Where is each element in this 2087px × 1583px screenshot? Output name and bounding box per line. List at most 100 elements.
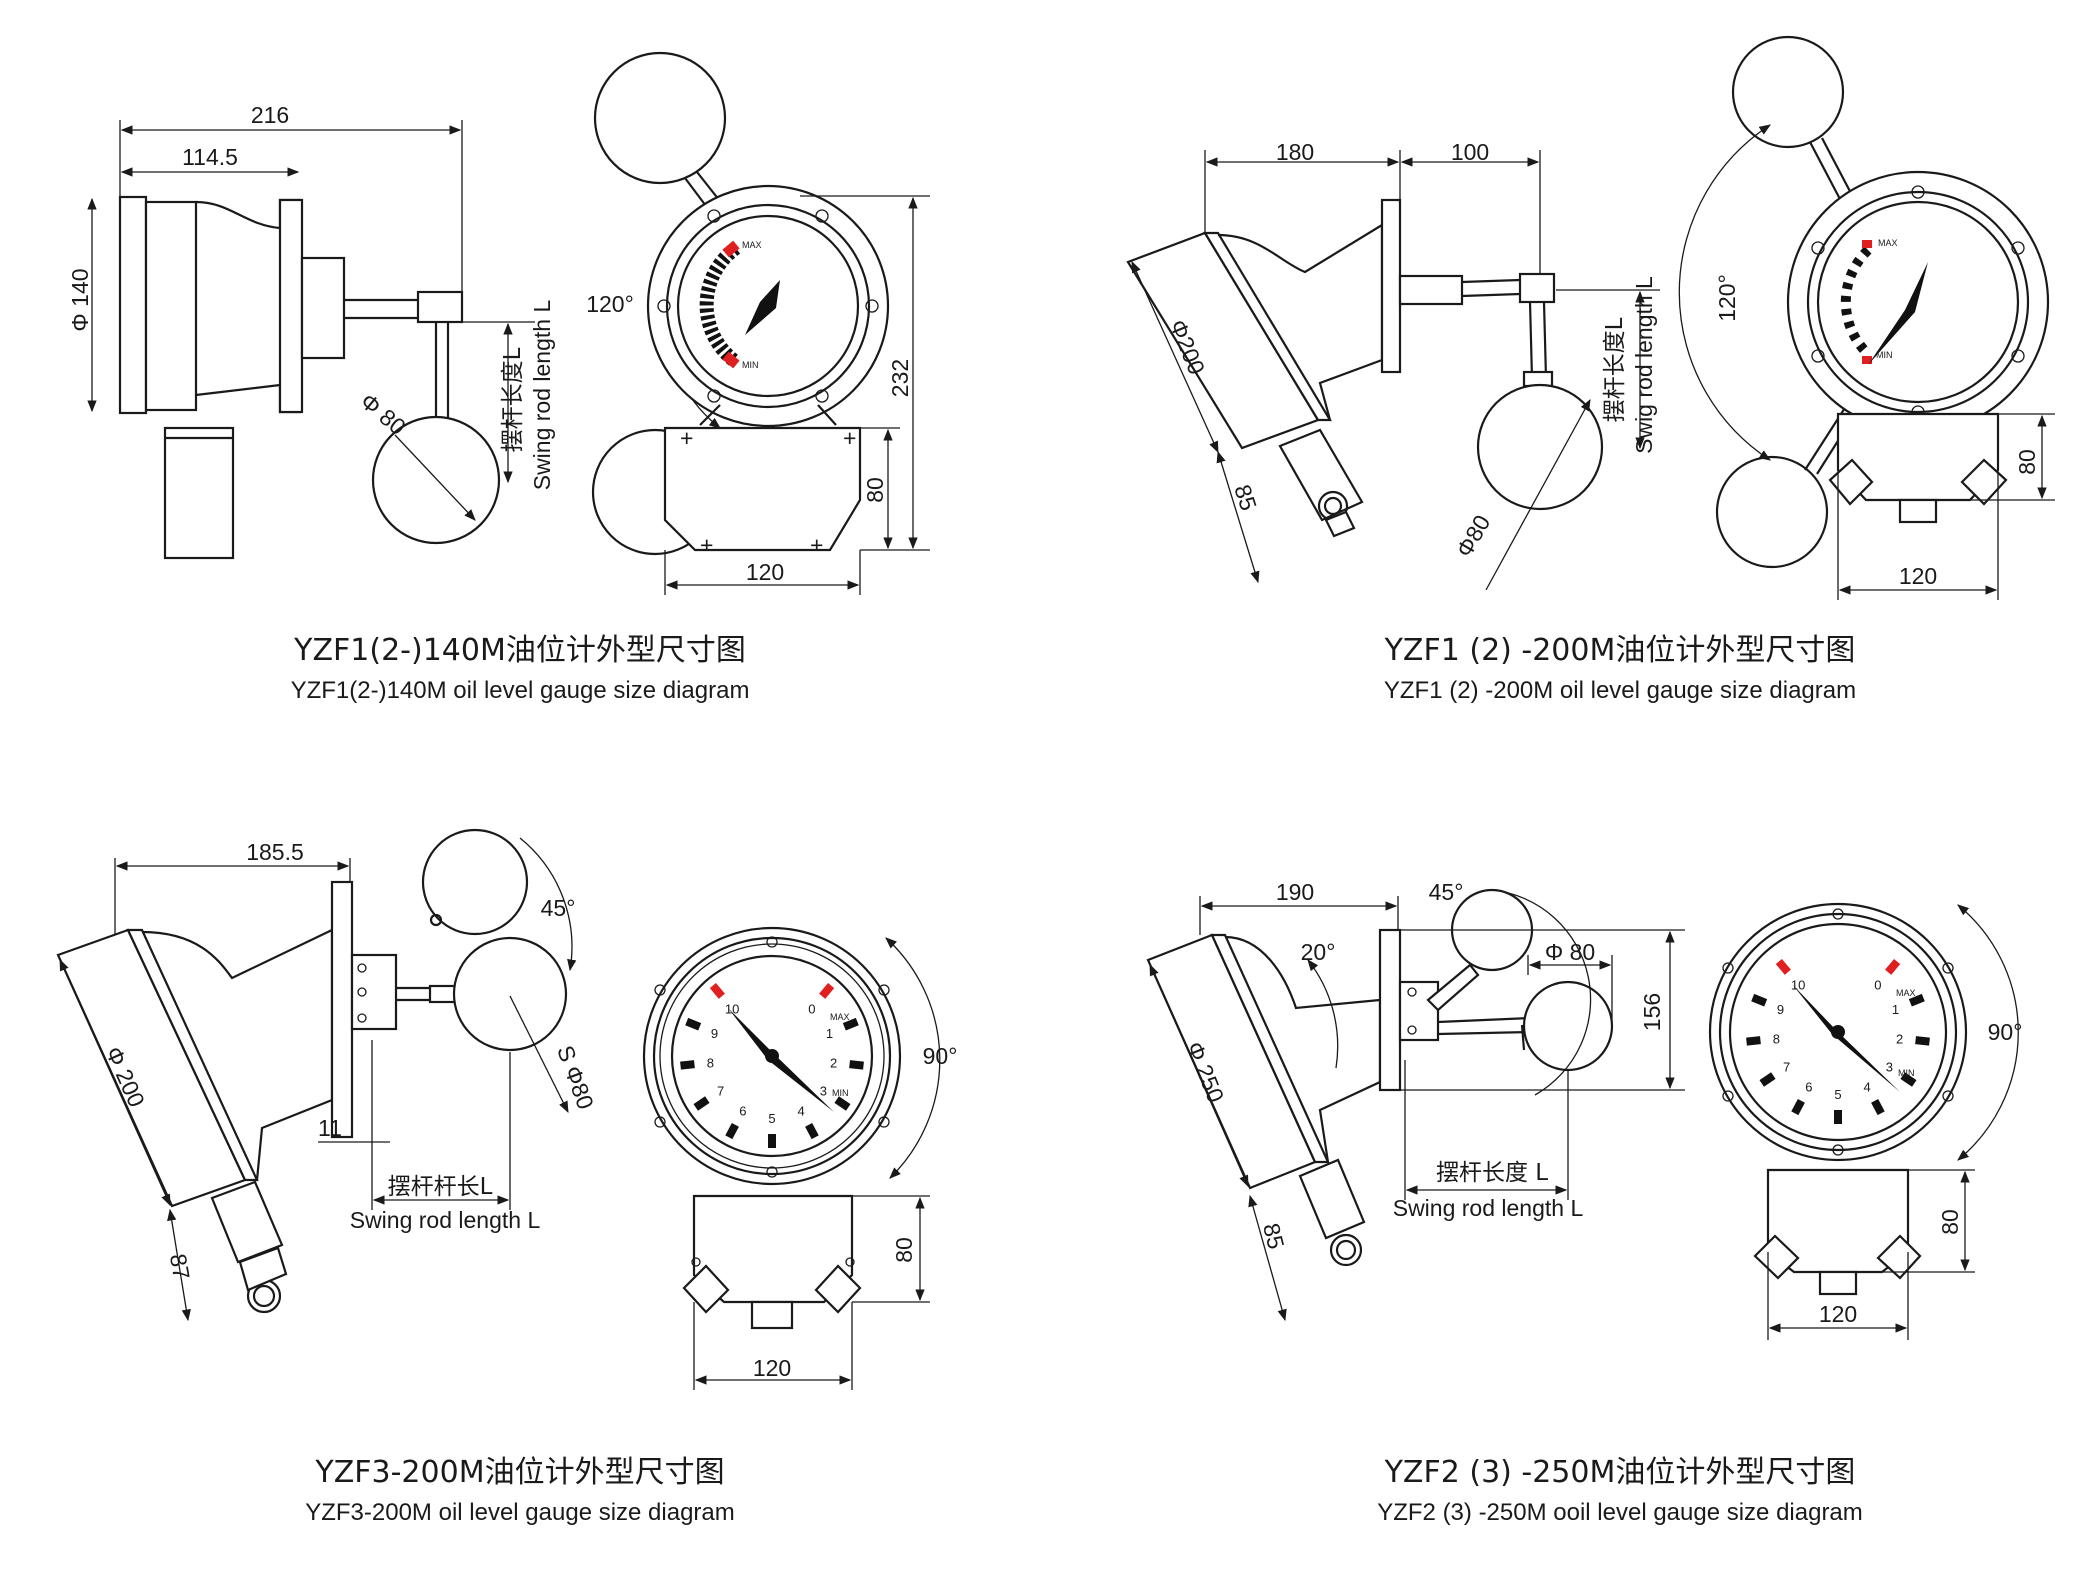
dial-tick (1775, 958, 1791, 975)
dial-number: 7 (1783, 1060, 1790, 1075)
dim-boxh-1: 80 (862, 477, 888, 503)
title-cn-4: YZF2 (3) -250M油位计外型尺寸图 (1384, 1455, 1856, 1490)
dim-a-4: 190 (1276, 879, 1314, 905)
title-cn-1: YZF1(2-)140M油位计外型尺寸图 (293, 633, 746, 668)
angle-2: 120° (1714, 274, 1740, 322)
panel-yzf1-200m: 180 100 Φ200 85 Φ80 摆杆长度L Swig rod lengt… (1126, 35, 2055, 704)
dial4-max: MAX (1896, 988, 1916, 998)
dial-tick (834, 1096, 851, 1111)
title-en-2: YZF1 (2) -200M oil level gauge size diag… (1384, 677, 1856, 704)
dim-b-2: 100 (1451, 139, 1489, 165)
dial-ticks-3 (680, 982, 864, 1148)
title-cn-2: YZF1 (2) -200M油位计外型尺寸图 (1384, 633, 1856, 668)
dim-rod-cn: 摆杆长度L (500, 347, 526, 452)
front-view-2: 120° MAX MIN 80 120 (1678, 35, 2055, 600)
front-view-1: 120° MAX MIN + + + + 232 80 120 (586, 51, 930, 595)
panel-yzf1-140m: 216 114.5 Φ 140 Φ 80 摆杆长度L Swing rod len… (67, 51, 930, 704)
dim-boxh-4: 80 (1937, 1209, 1963, 1235)
dial-number: 1 (1892, 1002, 1899, 1017)
title-en-3: YZF3-200M oil level gauge size diagram (305, 1499, 735, 1526)
svg-text:+: + (700, 532, 713, 558)
dial-tick (1746, 1036, 1761, 1046)
dial-tick (1759, 1072, 1776, 1087)
title-en-1: YZF1(2-)140M oil level gauge size diagra… (291, 677, 750, 704)
arc-4: 90° (1988, 1019, 2023, 1045)
dial-tick (1915, 1036, 1930, 1046)
dial-number: 10 (725, 1002, 739, 1017)
dim-rod-en: Swing rod length L (529, 300, 555, 491)
panel-yzf2-250m: 190 20° 45° Φ 80 156 Φ 250 85 摆杆长度 L Swi… (1146, 879, 2023, 1526)
dial3-min: MIN (832, 1088, 849, 1098)
dim-boxw-1: 120 (746, 559, 784, 585)
dim-k-3: 87 (165, 1252, 195, 1282)
dial-number: 8 (707, 1055, 714, 1070)
dim-a-2: 180 (1276, 139, 1314, 165)
dim-rod-cn-3: 摆杆杆长L (388, 1174, 493, 1200)
dial-tick (680, 1060, 695, 1070)
dim-dia-float-4: Φ 80 (1545, 939, 1595, 965)
dial-number: 4 (797, 1104, 804, 1119)
dim-rod-en-3: Swing rod length L (350, 1207, 541, 1233)
dial-tick (1751, 993, 1768, 1007)
dial-tick (685, 1017, 702, 1031)
dial-number: 8 (1773, 1031, 1780, 1046)
dim-boxw-2: 120 (1899, 563, 1937, 589)
side-view-1: 216 114.5 Φ 140 Φ 80 摆杆长度L Swing rod len… (67, 102, 555, 560)
pointer-1 (745, 280, 780, 335)
dial-number: 2 (830, 1055, 837, 1070)
dial-tick (725, 1122, 739, 1140)
dial4-min: MIN (1898, 1068, 1915, 1078)
dim-k-4: 85 (1258, 1221, 1289, 1252)
dial-number: 9 (1777, 1002, 1784, 1017)
dial-tick (1908, 993, 1925, 1007)
dial-number: 1 (826, 1026, 833, 1041)
angle-4: 45° (1429, 879, 1464, 905)
dim-boxh-3: 80 (891, 1237, 917, 1263)
dim-rod-cn-2: 摆杆长度L (1602, 317, 1628, 422)
dim-boxw-3: 120 (753, 1355, 791, 1381)
dial-tick (819, 982, 835, 999)
dial-tick (1791, 1098, 1805, 1116)
dim-boxh-2: 80 (2014, 449, 2040, 475)
dial-number: 0 (1874, 978, 1881, 993)
dial-number: 0 (808, 1002, 815, 1017)
dial-number: 4 (1863, 1080, 1870, 1095)
dial-tick (805, 1122, 819, 1140)
arc-3: 90° (923, 1043, 958, 1069)
angle-1: 120° (586, 291, 634, 317)
dial-tick (1885, 958, 1901, 975)
title-cn-3: YZF3-200M油位计外型尺寸图 (314, 1455, 724, 1490)
dim-boxw-4: 120 (1819, 1301, 1857, 1327)
panel-yzf3-200m: 185.5 Φ 200 87 11 45° S Φ80 摆杆杆长L Swing … (56, 828, 958, 1526)
dial-number: 6 (1805, 1080, 1812, 1095)
dial1-min: MIN (742, 360, 759, 370)
dial-number: 6 (739, 1104, 746, 1119)
dial-tick (842, 1017, 859, 1031)
dial-ticks-4 (1746, 958, 1930, 1124)
dial-number: 2 (1896, 1031, 1903, 1046)
dial-tick (849, 1060, 864, 1070)
dim-rod-cn-4: 摆杆长度 L (1436, 1160, 1548, 1186)
svg-text:+: + (843, 425, 856, 451)
side-view-4: 190 20° 45° Φ 80 156 Φ 250 85 摆杆长度 L Swi… (1146, 879, 1685, 1322)
dim-mid: 114.5 (182, 144, 238, 170)
dial-number: 3 (820, 1084, 827, 1099)
svg-text:+: + (810, 532, 823, 558)
dial-tick (1900, 1072, 1917, 1087)
dial-tick (693, 1096, 710, 1111)
dial3-max: MAX (830, 1012, 850, 1022)
dim-a-3: 185.5 (246, 839, 304, 865)
dim-height-1: 232 (887, 359, 913, 397)
dim-flange-3: 11 (318, 1115, 342, 1141)
angle-3: 45° (541, 895, 576, 921)
dial-number: 9 (711, 1026, 718, 1041)
svg-text:+: + (680, 425, 693, 451)
dial-number: 3 (1886, 1060, 1893, 1075)
title-en-4: YZF2 (3) -250M ooil level gauge size dia… (1377, 1499, 1863, 1526)
dim-overall: 216 (251, 102, 289, 128)
dim-dia-float-3: S Φ80 (552, 1042, 599, 1113)
